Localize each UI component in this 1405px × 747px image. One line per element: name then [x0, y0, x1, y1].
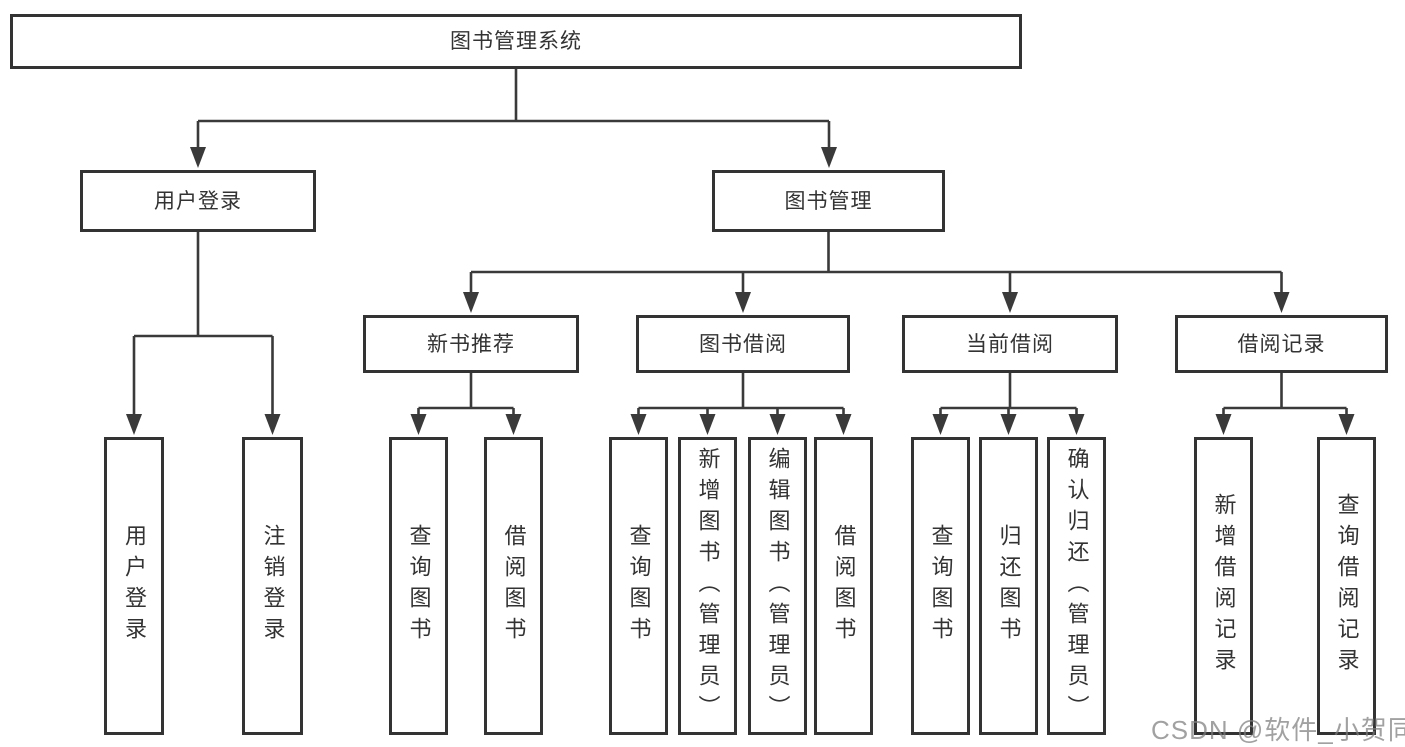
- leaf-borrow-books-borrowing: 借阅图书: [814, 437, 873, 735]
- node-label: 用户登录: [154, 189, 242, 213]
- leaf-label: 借阅图书: [831, 524, 857, 648]
- node-label: 图书借阅: [699, 332, 787, 356]
- leaf-query-books-recommend: 查询图书: [389, 437, 448, 735]
- leaf-edit-books-admin: 编辑图书（管理员）: [748, 437, 807, 735]
- leaf-label: 编辑图书（管理员）: [765, 446, 791, 726]
- node-user-login-group: 用户登录: [80, 170, 316, 232]
- leaf-label: 查询借阅记录: [1334, 493, 1360, 679]
- leaf-return-books: 归还图书: [979, 437, 1038, 735]
- leaf-label: 借阅图书: [501, 524, 527, 648]
- node-borrowing-records: 借阅记录: [1175, 315, 1388, 373]
- node-label: 当前借阅: [966, 332, 1054, 356]
- node-current-borrowing: 当前借阅: [902, 315, 1118, 373]
- csdn-watermark: CSDN @软件_小贺同学: [1151, 715, 1405, 745]
- leaf-label: 归还图书: [996, 524, 1022, 648]
- node-label: 图书管理: [784, 189, 873, 213]
- leaf-add-borrow-record: 新增借阅记录: [1194, 437, 1253, 735]
- leaf-logout: 注销登录: [242, 437, 303, 735]
- node-book-management: 图书管理: [712, 170, 945, 232]
- node-library-management-system: 图书管理系统: [10, 14, 1022, 69]
- node-label: 新书推荐: [427, 332, 515, 356]
- leaf-label: 新增图书（管理员）: [695, 446, 721, 726]
- leaf-label: 确认归还（管理员）: [1064, 446, 1090, 726]
- leaf-add-books-admin: 新增图书（管理员）: [678, 437, 737, 735]
- node-new-book-recommendation: 新书推荐: [363, 315, 579, 373]
- node-label: 图书管理系统: [450, 30, 582, 53]
- leaf-query-books-borrowing: 查询图书: [609, 437, 668, 735]
- leaf-label: 用户登录: [122, 524, 147, 648]
- leaf-label: 查询图书: [626, 524, 652, 648]
- node-label: 借阅记录: [1237, 332, 1326, 356]
- leaf-label: 查询图书: [406, 524, 432, 648]
- leaf-label: 新增借阅记录: [1211, 493, 1237, 679]
- leaf-confirm-return-admin: 确认归还（管理员）: [1047, 437, 1106, 735]
- node-book-borrowing: 图书借阅: [636, 315, 850, 373]
- leaf-user-login: 用户登录: [104, 437, 164, 735]
- leaf-query-books-current: 查询图书: [911, 437, 970, 735]
- leaf-query-borrow-record: 查询借阅记录: [1317, 437, 1376, 735]
- leaf-borrow-books-recommend: 借阅图书: [484, 437, 543, 735]
- leaf-label: 注销登录: [260, 524, 286, 648]
- leaf-label: 查询图书: [928, 524, 954, 648]
